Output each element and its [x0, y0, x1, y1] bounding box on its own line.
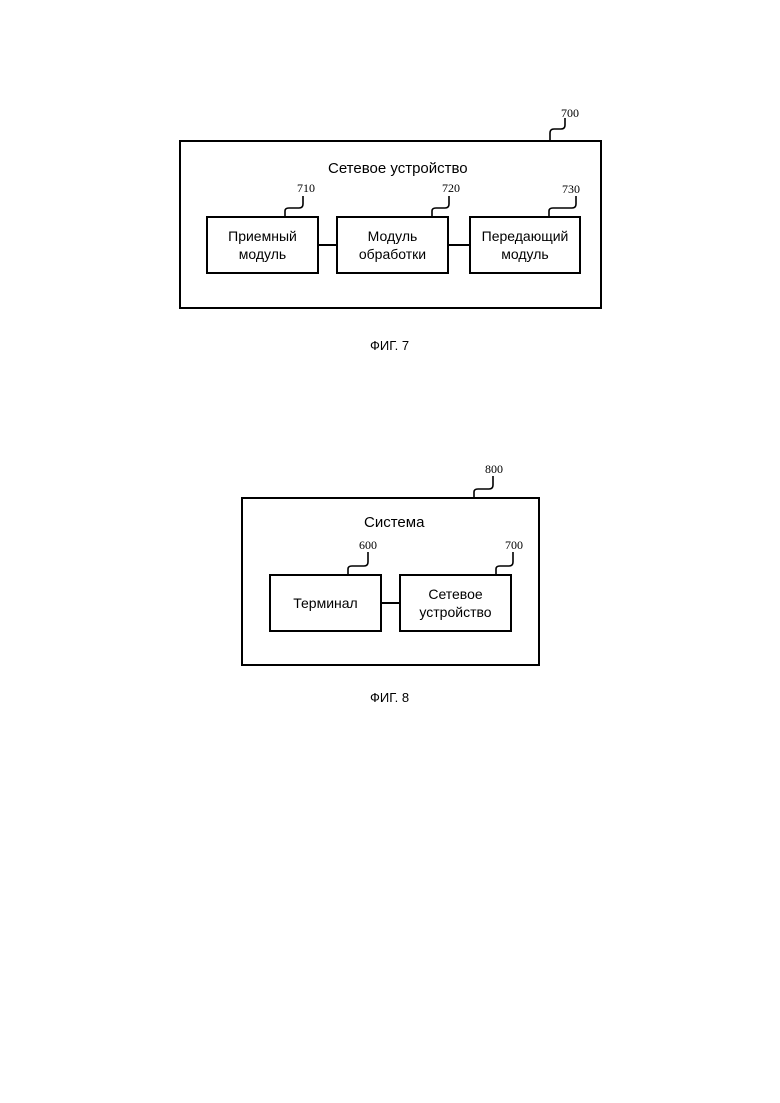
processing-module-box: Модуль обработки [336, 216, 449, 274]
ref-700-system: 700 [505, 538, 523, 553]
system-title: Система [364, 514, 424, 531]
leader-800 [474, 476, 493, 498]
terminal-box: Терминал [269, 574, 382, 632]
figure-7-caption: ФИГ. 7 [370, 338, 409, 353]
ref-800: 800 [485, 462, 503, 477]
ref-600: 600 [359, 538, 377, 553]
ref-720: 720 [442, 181, 460, 196]
connector-600-700 [382, 602, 399, 604]
figure-8-caption: ФИГ. 8 [370, 690, 409, 705]
connector-720-730 [449, 244, 469, 246]
leader-700 [550, 118, 565, 141]
ref-730: 730 [562, 182, 580, 197]
network-device-box: Сетевое устройство [399, 574, 512, 632]
ref-710: 710 [297, 181, 315, 196]
transmitting-module-box: Передающий модуль [469, 216, 581, 274]
network-device-title: Сетевое устройство [328, 160, 468, 177]
receiving-module-box: Приемный модуль [206, 216, 319, 274]
connector-710-720 [319, 244, 336, 246]
ref-700: 700 [561, 106, 579, 121]
